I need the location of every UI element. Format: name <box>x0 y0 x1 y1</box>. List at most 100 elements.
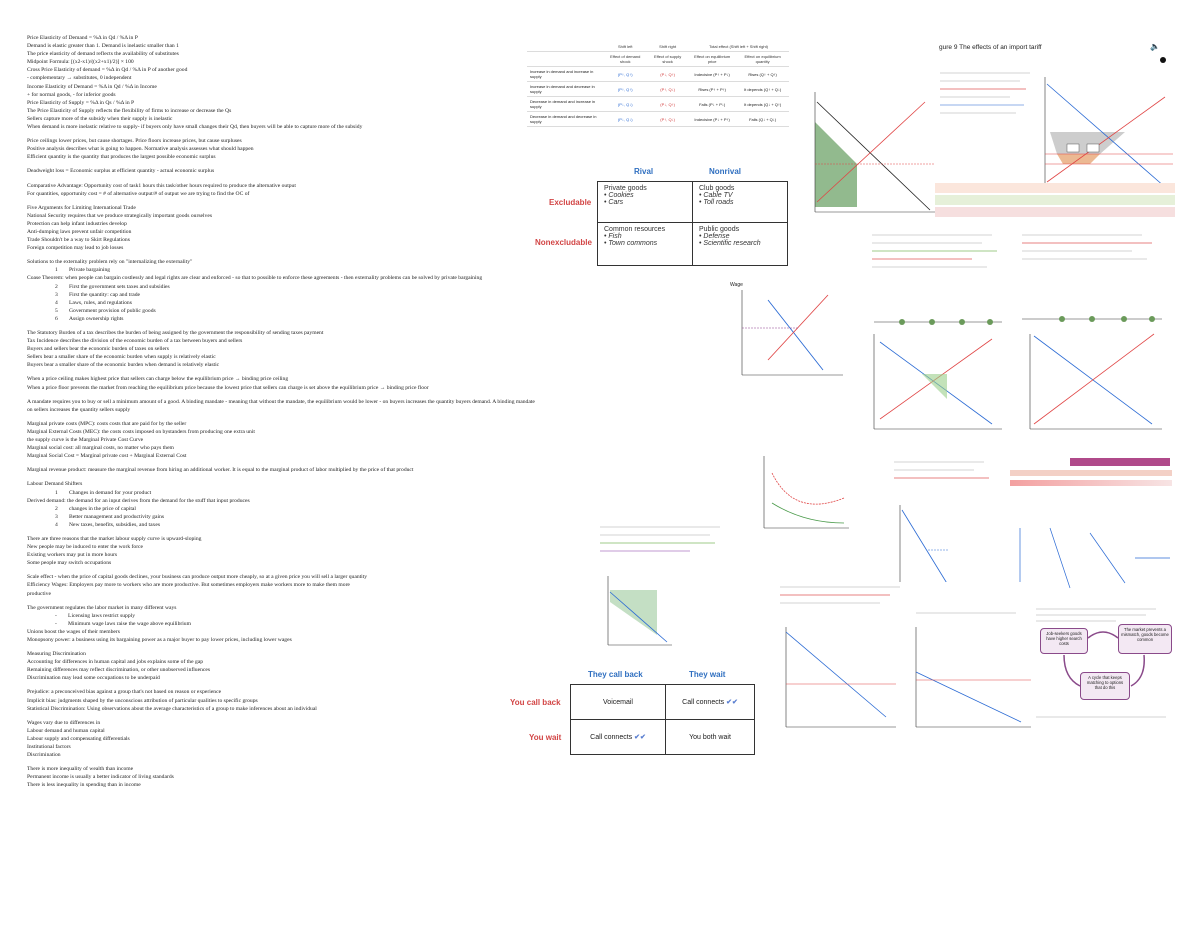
club-goods-title: Club goods <box>699 185 735 192</box>
note-line: Permanent income is usually a better ind… <box>27 774 174 781</box>
table-cell: It depends (Q↑ + Q↓) <box>736 81 789 97</box>
row-call-back: You call back <box>510 698 561 707</box>
table-subheader-blank <box>527 51 604 67</box>
note-line: Monopsony power: a business using its ba… <box>27 637 292 643</box>
note-line: 1 Changes in demand for your product <box>55 489 152 496</box>
note-line: There is more inequality of wealth than … <box>27 766 134 773</box>
note-line: When a price ceiling makes highest price… <box>27 376 289 383</box>
marginal-revenue-clip <box>776 582 1036 732</box>
table-cell: Increase in demand and decrease in suppl… <box>527 81 604 97</box>
note-line: Efficient quantity is the quantity that … <box>27 154 216 161</box>
table-header-blank <box>527 42 604 52</box>
note-line: Cross Price Elasticity of demand = %Δ in… <box>27 67 188 74</box>
checkmark-icon: ✔✔ <box>634 734 646 741</box>
table-row: Increase in demand and increase in suppl… <box>527 66 789 82</box>
note-line: Labour supply and compensating different… <box>27 735 130 742</box>
price-control-graphs <box>873 316 1162 430</box>
note-line: Anti-dumping laws prevent unfair competi… <box>27 228 132 235</box>
private-goods-title: Private goods <box>604 185 647 192</box>
note-line: Demand is elastic greater than 1. Demand… <box>27 43 179 50</box>
note-line: productive <box>27 590 51 597</box>
note-line: New people may be induced to enter the w… <box>27 544 144 551</box>
cell-voicemail-text: Voicemail <box>603 698 633 706</box>
table-cell: Indecisive (P↑ + P↓) <box>688 66 737 82</box>
shift-table-body: Increase in demand and increase in suppl… <box>527 66 789 127</box>
price-control-graphs-clip <box>862 224 1174 436</box>
cost-curves-clip <box>734 448 852 540</box>
note-line: Existing workers may put in more hours <box>27 552 118 559</box>
note-line: 4 Laws, rules, and regulations <box>55 299 132 306</box>
col-nonrival: Nonrival <box>709 167 742 176</box>
tariff-figure-title: gure 9 The effects of an import tariff <box>939 44 1042 51</box>
table-cell: (P↑, Q↑) <box>603 81 648 97</box>
shift-effects-table: Shift left Shift right Total effect (Shi… <box>527 42 789 127</box>
note-line: Institutional factors <box>27 744 71 751</box>
wage-graph <box>741 290 843 376</box>
col-call-back: They call back <box>588 670 643 679</box>
note-line: Discrimination may lead some occupations… <box>27 675 160 682</box>
table-cell: It depends (Q↓ + Q↑) <box>736 96 789 112</box>
note-line: The price elasticity of demand reflects … <box>27 51 179 58</box>
note-line: Coase Theorem: when people can bargain c… <box>27 275 483 282</box>
note-line: When demand is more inelastic relative t… <box>27 124 363 131</box>
cell-both-wait-text: You both wait <box>689 733 731 741</box>
note-line: 3 Better management and productivity gai… <box>55 513 165 520</box>
table-subheader: Effect on equilibrium quantity <box>736 51 789 67</box>
cell-private-goods: Private goods • Cookies • Cars <box>597 181 693 223</box>
table-cell: Decrease in demand and increase in suppl… <box>527 96 604 112</box>
note-line: Foreign competition may lead to job loss… <box>27 245 124 252</box>
note-line: + for normal goods, - for inferior goods <box>27 91 116 98</box>
note-line: Marginal revenue product: measure the ma… <box>27 467 414 474</box>
note-line: 1 Private bargaining <box>55 267 111 274</box>
public-goods-title: Public goods <box>699 226 740 233</box>
note-line: Buyers and sellers bear the economic bur… <box>27 346 169 353</box>
row-nonexcludable: Nonexcludable <box>535 238 592 247</box>
wage-graph-clip: Wage <box>728 280 848 385</box>
tariff-graphs <box>814 77 1173 213</box>
cycle-box-left: Job-seekers goods have higher search cos… <box>1040 628 1088 654</box>
note-line: Five Arguments for Limiting Internationa… <box>27 204 136 211</box>
note-line: There are three reasons that the market … <box>27 535 202 542</box>
table-cell: (P↑, Q↓) <box>647 81 689 97</box>
table-subheader: Effect on equilibrium price <box>688 51 737 67</box>
note-line: 5 Government provision of public goods <box>55 307 156 314</box>
note-line: 3 First the quantity: cap and trade <box>55 291 140 298</box>
note-line: 2 First the government sets taxes and su… <box>55 283 170 290</box>
note-line: 6 Assign ownership rights <box>55 315 124 322</box>
note-line: Marginal External Costs (MEC): the costs… <box>27 428 255 435</box>
tariff-summary-strip <box>935 183 1175 219</box>
table-row: Increase in demand and decrease in suppl… <box>527 81 789 97</box>
table-subheader: Effect of supply shock <box>647 51 689 67</box>
cell-public-goods: Public goods • Defense • Scientific rese… <box>692 222 788 266</box>
payoff-table: They call back They wait You call back Y… <box>508 666 758 758</box>
note-line: Income Elasticity of Demand = %Δ in Qd /… <box>27 83 157 90</box>
cell-both-wait: You both wait <box>665 719 755 755</box>
goods-classification-table: Rival Nonrival Excludable Nonexcludable … <box>512 161 794 269</box>
table-cell: Decrease in demand and decrease in suppl… <box>527 111 604 127</box>
col-wait: They wait <box>689 670 726 679</box>
wage-axis-label: Wage <box>730 282 743 288</box>
table-header-shift-left: Shift left <box>603 42 648 52</box>
cost-curves <box>763 456 849 529</box>
note-line: Solutions to the externality problem rel… <box>27 259 193 266</box>
cycle-box-bottom: A cycle that keeps matching to options t… <box>1080 672 1130 700</box>
cell-call-connects-text: Call connects <box>682 698 725 706</box>
note-line: 2 changes in the price of capital <box>55 505 136 512</box>
note-line: Scale effect - when the price of capital… <box>27 574 368 581</box>
table-header-total: Total effect (Shift left + Shift right) <box>688 42 789 52</box>
note-line: Labour Demand Shifters <box>27 481 83 488</box>
private-goods-items: • Cookies • Cars <box>604 192 634 206</box>
col-rival: Rival <box>634 167 654 176</box>
cell-common-resources: Common resources • Fish • Town commons <box>597 222 693 266</box>
cell-club-goods: Club goods • Cable TV • Toll roads <box>692 181 788 223</box>
table-cell: Indecisive (P↓ + P↑) <box>688 111 737 127</box>
note-line: Marginal private costs (MPC): costs cost… <box>27 420 187 427</box>
note-line: The government regulates the labor marke… <box>27 604 177 611</box>
note-line: Some people may switch occupations <box>27 560 112 567</box>
elasticity-spectrum-clip <box>1010 458 1172 598</box>
table-cell: (P↓, Q↑) <box>647 96 689 112</box>
cell-call-connects-1: Call connects ✔✔ <box>665 684 755 720</box>
note-line: Protection can help infant industries de… <box>27 220 127 227</box>
cycle-diagram: Job-seekers goods have higher search cos… <box>1036 608 1176 728</box>
checkmark-icon: ✔✔ <box>726 699 738 706</box>
